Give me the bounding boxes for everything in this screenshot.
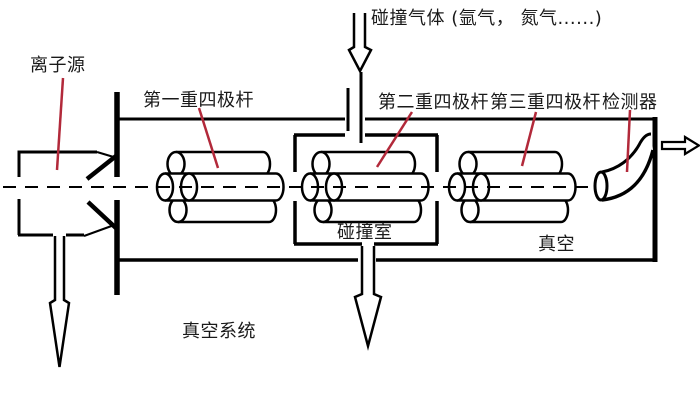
detector-horn xyxy=(593,132,655,202)
vacuum-chamber-outline xyxy=(114,92,658,295)
label-quadrupole-3: 第三重四极杆 xyxy=(490,92,601,113)
leader-quadrupole-2 xyxy=(375,111,414,168)
skimmer-lower-plate xyxy=(86,200,119,231)
label-vacuum: 真空 xyxy=(538,234,575,255)
skimmer-upper-plate xyxy=(85,154,118,181)
ion-source-box xyxy=(17,150,97,237)
label-ion-source: 离子源 xyxy=(30,55,86,76)
annotation-leader-lines xyxy=(55,77,632,173)
detector-horn-lower-edge xyxy=(601,149,655,202)
quadrupole-2-rods xyxy=(300,150,430,224)
leader-quadrupole-3 xyxy=(520,111,538,167)
leader-detector xyxy=(625,109,632,173)
label-quadrupole-1: 第一重四极杆 xyxy=(143,90,254,111)
label-collision-gas: 碰撞气体 (氩气， 氮气......) xyxy=(371,8,603,29)
label-collision-cell: 碰撞室 xyxy=(337,222,393,243)
detector-horn-upper-edge xyxy=(601,132,652,174)
collision-cell-box xyxy=(293,133,439,246)
gas-inlet xyxy=(346,13,373,143)
ion-source-drawing xyxy=(17,150,119,237)
gas-inlet-arrow xyxy=(347,13,373,74)
ion-source-pump-arrow xyxy=(48,236,71,368)
signal-exit-arrow xyxy=(660,135,700,156)
label-detector: 检测器 xyxy=(602,92,658,113)
leader-ion-source xyxy=(55,77,65,171)
label-quadrupole-2: 第二重四极杆 xyxy=(378,92,489,113)
quadrupole-1-rods xyxy=(155,150,285,224)
label-vacuum-system: 真空系统 xyxy=(182,321,256,342)
leader-quadrupole-1 xyxy=(197,107,220,169)
cell-pump-arrow xyxy=(353,246,383,351)
detector-horn-opening xyxy=(593,170,609,202)
